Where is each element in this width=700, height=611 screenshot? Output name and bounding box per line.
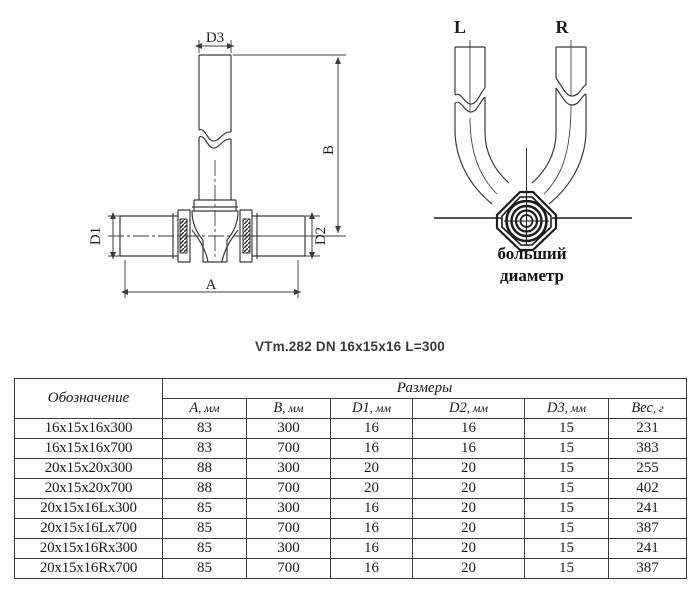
cell-a: 88 <box>162 478 247 499</box>
cell-d3: 15 <box>524 558 609 579</box>
cell-weight: 402 <box>607 478 688 499</box>
technical-drawings: D3 B D1 D2 A L R <box>88 17 632 298</box>
cell-d3: 15 <box>524 438 609 459</box>
table-header-row-2: A, мм B, мм D1, мм D2, мм D3, мм Вес, г <box>15 398 688 419</box>
fitting-hub <box>434 148 632 252</box>
tee-fitting <box>108 54 318 263</box>
cell-b: 300 <box>246 458 331 479</box>
cell-d2: 20 <box>412 558 525 579</box>
cell-d1: 20 <box>330 478 413 499</box>
label-b: B <box>321 145 337 155</box>
label-l: L <box>454 17 466 37</box>
big-diameter-line2: диаметр <box>499 266 565 285</box>
cell-d2: 20 <box>412 518 525 539</box>
label-a: A <box>206 277 217 293</box>
header-dimensions-group: Размеры <box>161 378 688 399</box>
cell-b: 700 <box>246 558 331 579</box>
cell-d3: 15 <box>524 418 609 439</box>
cell-designation: 20x15x16Lx700 <box>14 518 163 539</box>
big-diameter-line1: больший <box>497 244 567 263</box>
cell-designation: 20x15x20x700 <box>14 478 163 499</box>
cell-a: 85 <box>162 518 247 539</box>
cell-a: 85 <box>162 538 247 559</box>
cell-d1: 16 <box>330 518 413 539</box>
dimension-d3 <box>195 40 234 53</box>
cell-d1: 16 <box>330 438 413 459</box>
label-r: R <box>556 17 570 37</box>
cell-d3: 15 <box>524 478 609 499</box>
header-b: B, мм <box>246 398 331 419</box>
dimension-a <box>121 260 301 298</box>
cell-d2: 16 <box>412 438 525 459</box>
cell-d3: 15 <box>524 518 609 539</box>
cell-weight: 241 <box>607 498 688 519</box>
cell-weight: 383 <box>607 438 688 459</box>
cell-weight: 231 <box>607 418 688 439</box>
cell-d2: 20 <box>412 498 525 519</box>
cell-d1: 16 <box>330 538 413 559</box>
cell-weight: 255 <box>607 458 688 479</box>
cell-b: 700 <box>246 518 331 539</box>
cell-d3: 15 <box>524 538 609 559</box>
specification-table: Обозначение Размеры A, мм B, мм D1, мм D… <box>14 378 688 579</box>
cell-b: 300 <box>246 498 331 519</box>
dimension-b <box>233 54 346 237</box>
cell-d2: 20 <box>412 538 525 559</box>
header-a: A, мм <box>162 398 247 419</box>
cell-designation: 20x15x20x300 <box>14 458 163 479</box>
cell-d3: 15 <box>524 458 609 479</box>
cell-a: 85 <box>162 498 247 519</box>
cell-d1: 16 <box>330 498 413 519</box>
cell-d1: 16 <box>330 418 413 439</box>
cell-weight: 241 <box>607 538 688 559</box>
orientation-pipes <box>454 40 587 205</box>
cell-weight: 387 <box>607 558 688 579</box>
cell-a: 83 <box>162 418 247 439</box>
label-d3: D3 <box>206 30 224 46</box>
dimension-d1 <box>108 212 126 259</box>
header-d3: D3, мм <box>524 398 609 419</box>
header-d2: D2, мм <box>412 398 525 419</box>
cell-b: 700 <box>246 478 331 499</box>
cell-designation: 20x15x16Rx300 <box>14 538 163 559</box>
cell-designation: 16x15x16x700 <box>14 438 163 459</box>
table-header-row-1: Обозначение Размеры <box>14 378 688 419</box>
cell-designation: 20x15x16Lx300 <box>14 498 163 519</box>
cell-d1: 16 <box>330 558 413 579</box>
cell-a: 85 <box>162 558 247 579</box>
cell-weight: 387 <box>607 518 688 539</box>
cell-a: 88 <box>162 458 247 479</box>
cell-designation: 20x15x16Rx700 <box>14 558 163 579</box>
cell-d2: 20 <box>412 458 525 479</box>
specification-table-wrap: Обозначение Размеры A, мм B, мм D1, мм D… <box>14 378 688 579</box>
cell-b: 300 <box>246 538 331 559</box>
dimension-d2 <box>303 212 320 259</box>
big-diameter-note: больший диаметр <box>432 243 632 287</box>
header-d1: D1, мм <box>330 398 413 419</box>
header-designation: Обозначение <box>14 378 163 419</box>
cell-d2: 20 <box>412 478 525 499</box>
cell-d2: 16 <box>412 418 525 439</box>
cell-b: 700 <box>246 438 331 459</box>
label-d2: D2 <box>313 227 329 245</box>
drawing-caption: VTm.282 DN 16x15x16 L=300 <box>255 339 445 354</box>
cell-b: 300 <box>246 418 331 439</box>
header-weight: Вес, г <box>607 398 688 419</box>
cell-a: 83 <box>162 438 247 459</box>
cell-d1: 20 <box>330 458 413 479</box>
cell-d3: 15 <box>524 498 609 519</box>
cell-designation: 16x15x16x300 <box>14 418 163 439</box>
label-d1: D1 <box>88 227 104 245</box>
